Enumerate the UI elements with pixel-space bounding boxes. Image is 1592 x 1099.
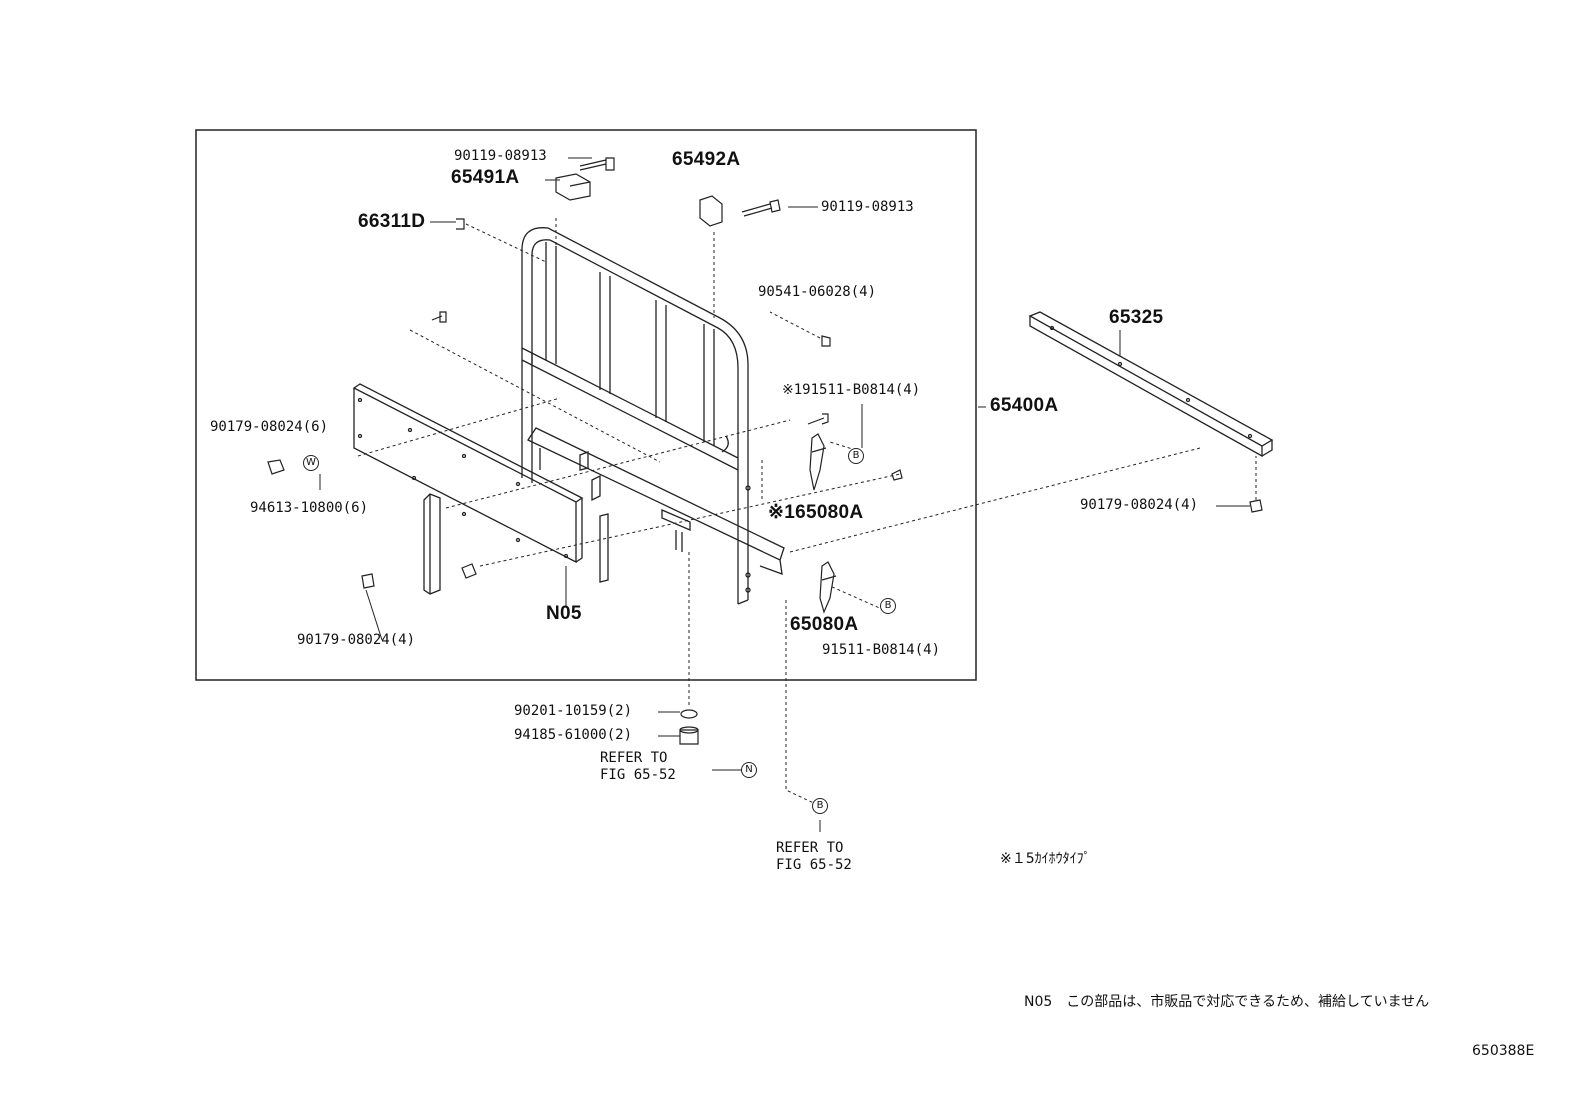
small-parts [267, 157, 1263, 745]
figure-code: 650388E [1472, 1043, 1535, 1059]
circle-mark-w: W [303, 455, 319, 471]
refer-to-figure-1: REFER TO FIG 65-52 [600, 750, 676, 783]
label-pin: 66311D [358, 211, 426, 232]
leader-lines [319, 157, 1250, 832]
label-nut-bottom-left: 90179-08024(4) [297, 632, 416, 648]
circle-mark-b-bottom: B [812, 798, 828, 814]
rail-65325-drawing [1028, 311, 1274, 458]
label-frame: 65400A [990, 395, 1059, 416]
post-drawings [423, 493, 609, 595]
label-bolt-side: 90541-06028(4) [758, 284, 877, 300]
label-latch: 65080A [790, 614, 859, 635]
label-bracket-left: 65491A [451, 167, 520, 188]
label-nut-rail: 90179-08024(4) [1080, 497, 1199, 513]
label-cushion-bottom: 94185-61000(2) [514, 727, 633, 743]
board-n05-drawing [352, 383, 584, 564]
label-rivet: 91511-B0814(4) [822, 642, 941, 658]
type-note: ※１5ｶｲﾎｳﾀｲﾌﾟ [1000, 851, 1091, 867]
label-bolt-top-right: 90119-08913 [821, 199, 914, 215]
circle-mark-n: N [741, 762, 757, 778]
label-bracket-right: 65492A [672, 149, 741, 170]
label-board: N05 [546, 603, 582, 624]
label-latch-star: ※165080A [768, 502, 864, 523]
label-nut-left: 90179-08024(6) [210, 419, 329, 435]
label-rail: 65325 [1109, 307, 1164, 328]
label-washer-bottom: 90201-10159(2) [514, 703, 633, 719]
circle-mark-b-upper: B [848, 448, 864, 464]
label-washer-left: 94613-10800(6) [250, 500, 369, 516]
footnote: N05 この部品は、市販品で対応できるため、補給していません [1024, 994, 1430, 1010]
label-rivet-star: ※191511-B0814(4) [782, 382, 921, 398]
label-bolt-top-left: 90119-08913 [454, 148, 547, 164]
guide-lines [357, 218, 1257, 807]
guard-frame-drawing [521, 227, 785, 605]
refer-to-figure-2: REFER TO FIG 65-52 [776, 840, 852, 873]
circle-mark-b-lower: B [880, 598, 896, 614]
assembly-frame-box [195, 129, 977, 681]
